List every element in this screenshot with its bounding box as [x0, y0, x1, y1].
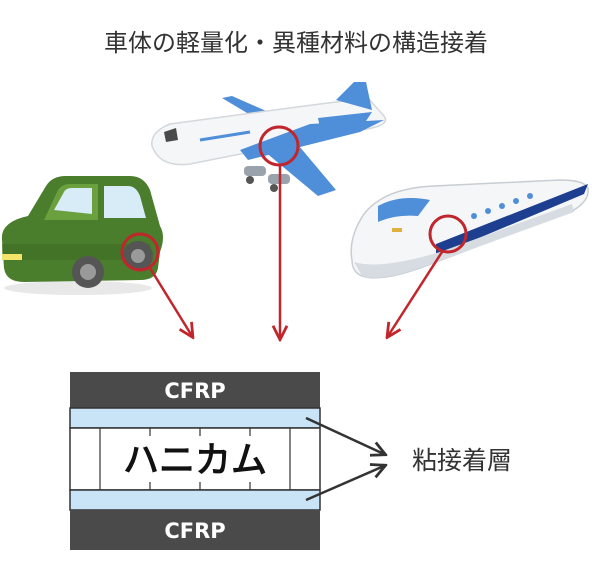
bottom-cfrp-label: CFRP — [164, 519, 225, 543]
bottom-adhesive-layer — [69, 489, 321, 511]
bullet-train-icon — [350, 179, 589, 279]
diagram-title: 車体の軽量化・異種材料の構造接着 — [104, 29, 488, 57]
car-highlight-circle — [120, 232, 160, 272]
adhesive-layer-label: 粘接着層 — [412, 446, 512, 475]
adhesive-arrow-top — [305, 416, 384, 454]
top-adhesive-layer — [69, 407, 321, 429]
bottom-cfrp-layer — [70, 510, 320, 550]
train-arrow — [388, 251, 444, 336]
honeycomb-label: ハニカム — [123, 440, 267, 481]
sandwich-panel: CFRP ハニカム CFRP — [69, 372, 321, 550]
car-arrow — [148, 267, 192, 336]
train-highlight-circle — [428, 214, 468, 254]
adhesive-arrow-bottom — [305, 466, 384, 502]
airplane-icon — [151, 82, 387, 196]
top-cfrp-label: CFRP — [164, 379, 225, 403]
top-cfrp-layer — [70, 372, 320, 408]
